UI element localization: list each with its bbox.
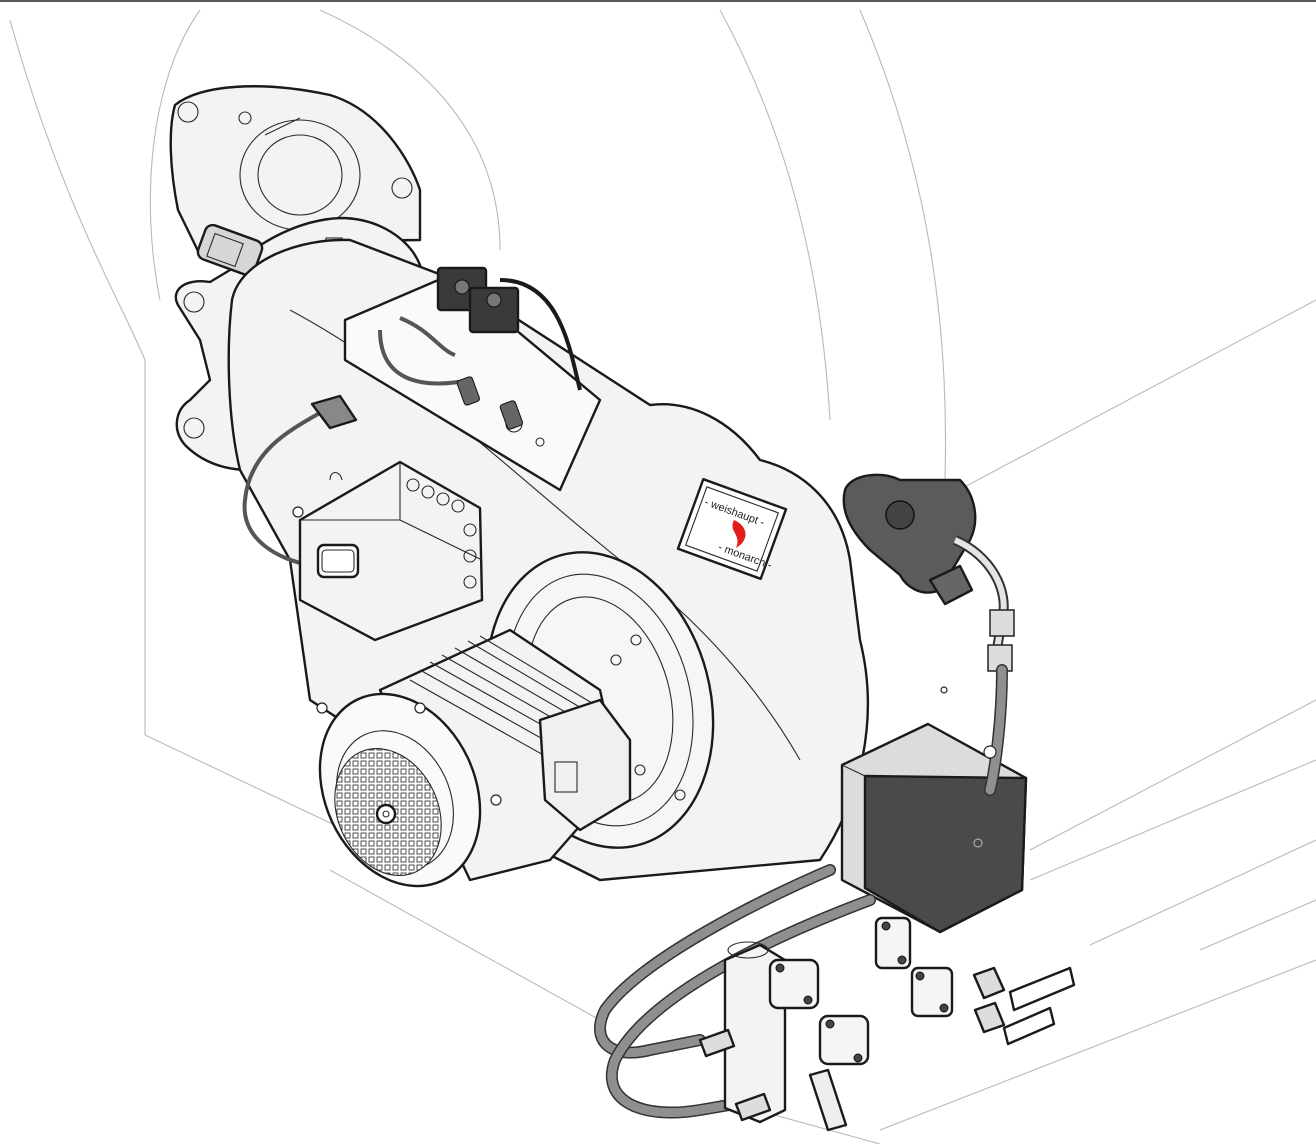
damper-actuator [840,722,1028,934]
brand-plate: - weishaupt - - monarch - [676,477,788,581]
braided-oil-hoses [594,664,1008,1119]
flame-logo [732,520,746,548]
oil-pump [842,473,977,606]
nozzle-head [196,223,264,277]
boiler-background-lines [9,9,1316,1144]
pump-hose [952,535,1015,672]
mounting-flange [169,85,422,262]
solenoid-valves [436,266,582,391]
valve-manifold [698,916,1076,1132]
control-box [298,460,484,642]
flame-sensor [310,394,358,430]
housing-screws [292,506,997,806]
ignition-cables [242,316,523,567]
